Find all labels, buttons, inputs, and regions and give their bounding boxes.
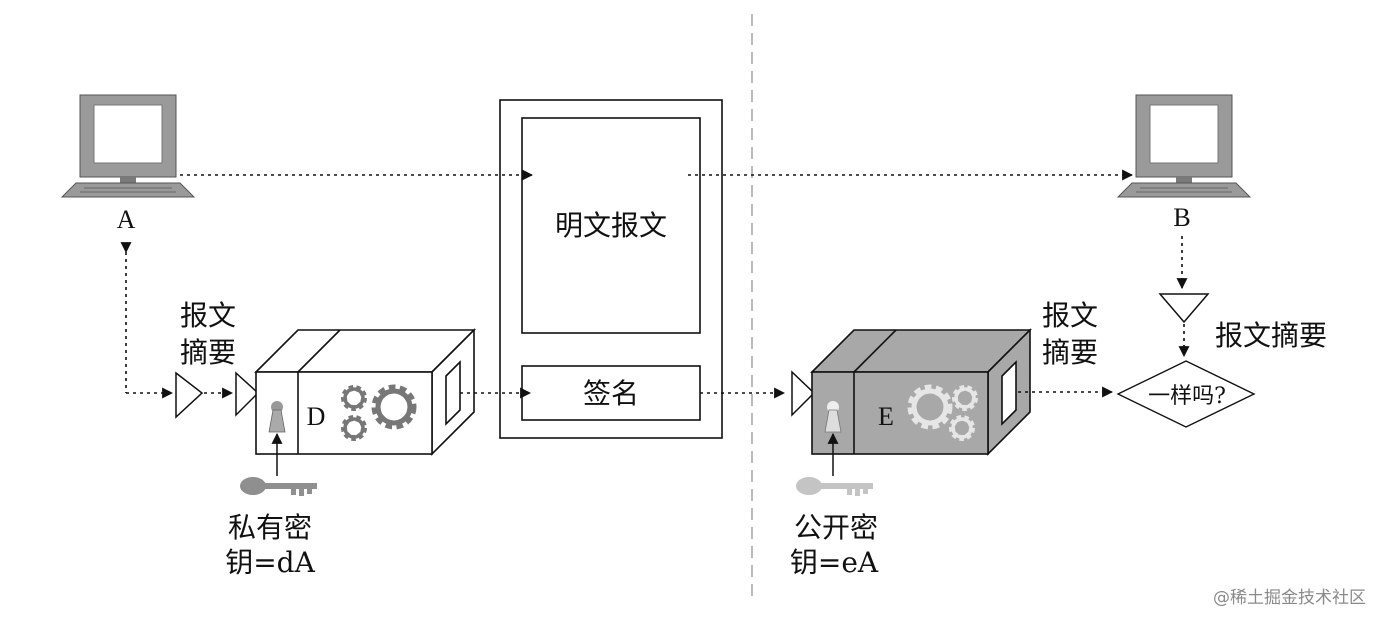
slot-icon [445, 360, 461, 426]
triangle-icon [1158, 293, 1210, 324]
device-d [254, 328, 476, 456]
plaintext-box [521, 117, 701, 334]
gear-icon [341, 385, 367, 411]
compare-label: 一样吗? [1148, 384, 1226, 409]
plaintext-label: 明文报文 [555, 209, 667, 242]
keyhole-icon [268, 401, 286, 433]
key-icon [796, 477, 873, 496]
gear-icon [949, 415, 975, 441]
computer-b-label: B [1173, 203, 1190, 232]
digest-left-line1: 报文 [180, 299, 236, 332]
triangle-icon [235, 371, 260, 417]
watermark: @稀土掘金技术社区 [1213, 588, 1366, 608]
computer-b [1117, 94, 1251, 198]
computer-a [61, 94, 195, 198]
gear-icon [952, 385, 978, 411]
gear-icon [341, 415, 367, 441]
signature-box [521, 365, 701, 421]
diamond-icon [1116, 360, 1256, 428]
digest-b-label: 报文摘要 [1215, 319, 1327, 352]
slot-icon [1001, 360, 1017, 426]
device-d-label: D [307, 402, 326, 431]
digest-right-line2: 摘要 [1042, 336, 1098, 369]
private-key-line2: 钥=dA [225, 546, 315, 579]
keyhole-icon [824, 401, 842, 433]
digest-right-line1: 报文 [1042, 299, 1098, 332]
device-e [810, 328, 1032, 456]
key-icon [240, 477, 317, 496]
computer-icon [61, 94, 195, 198]
public-key-line2: 钥=eA [790, 546, 879, 579]
device-e-label: E [878, 402, 894, 431]
computer-a-label: A [117, 205, 136, 234]
gear-icon [371, 384, 417, 430]
public-key-line1: 公开密 [794, 511, 878, 544]
private-key-line1: 私有密 [228, 511, 312, 544]
triangle-icon [175, 371, 204, 419]
digest-left-line2: 摘要 [180, 336, 236, 369]
gear-icon [907, 384, 953, 430]
signature-label: 签名 [583, 377, 639, 410]
triangle-icon [791, 370, 816, 417]
computer-icon [1117, 94, 1251, 198]
